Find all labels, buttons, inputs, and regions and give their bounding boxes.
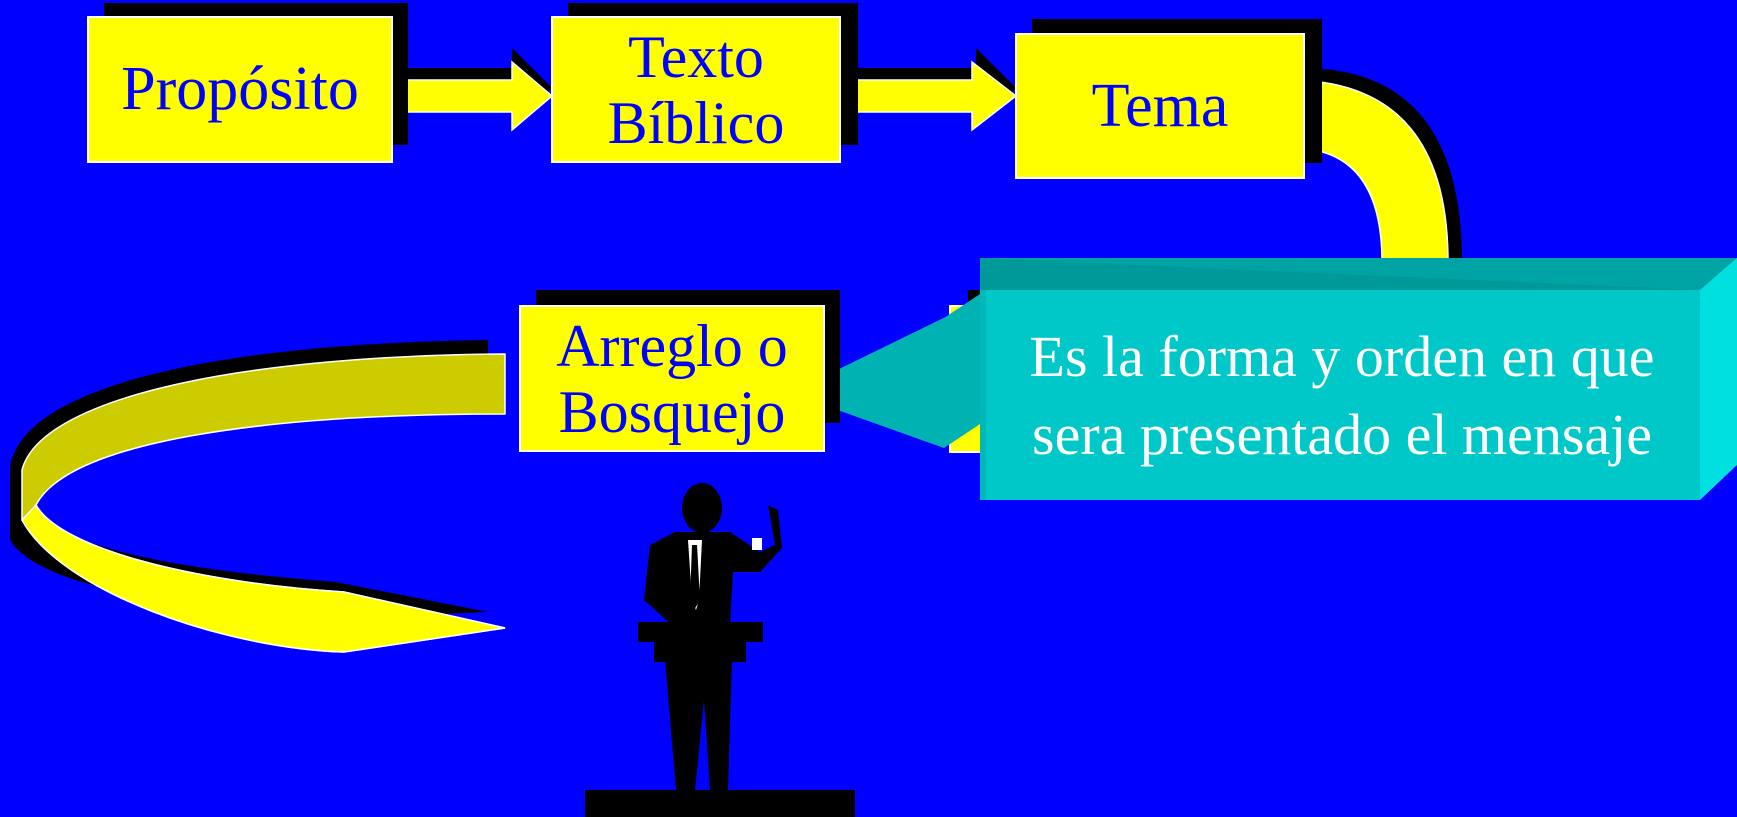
preacher-silhouette-icon <box>585 483 855 817</box>
step-arreglo-bosquejo: Arreglo o Bosquejo <box>519 305 825 452</box>
callout-line2: sera presentado el mensaje <box>1032 402 1652 468</box>
right-arrow-icon <box>839 48 1018 132</box>
right-arrow-icon <box>391 48 554 132</box>
callout-text: Es la forma y orden en que sera presenta… <box>984 318 1700 475</box>
step-texto-biblico: Texto Bíblico <box>551 16 841 163</box>
step-arreglo-line1: Arreglo o <box>556 312 788 379</box>
callout-line1: Es la forma y orden en que <box>1029 324 1655 389</box>
step-texto-biblico-line2: Bíblico <box>607 89 785 156</box>
step-arreglo-line2: Bosquejo <box>558 378 786 445</box>
curved-arrow-icon <box>10 340 506 653</box>
step-proposito: Propósito <box>87 16 393 163</box>
step-proposito-label: Propósito <box>121 55 359 124</box>
step-tema: Tema <box>1015 33 1305 179</box>
callout-shape <box>790 258 1737 500</box>
step-tema-label: Tema <box>1091 71 1229 140</box>
step-texto-biblico-line1: Texto <box>628 23 764 90</box>
